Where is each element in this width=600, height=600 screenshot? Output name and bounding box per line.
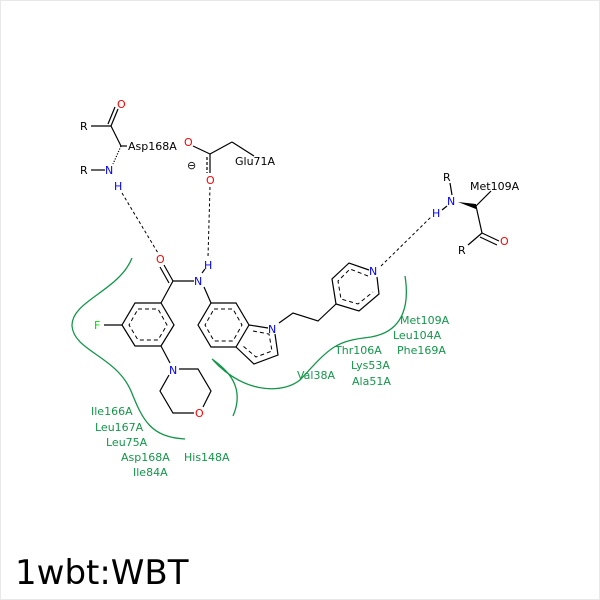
- nitrogen-atom: N: [268, 323, 276, 336]
- nitrogen-atom: N: [447, 195, 455, 208]
- arc-right: [212, 275, 408, 390]
- residue-label: Ile166A: [91, 405, 133, 418]
- hydrogen-atom: H: [204, 259, 212, 272]
- nitrogen-atom: N: [169, 364, 177, 377]
- residue-label: Phe169A: [397, 344, 446, 357]
- hydrogen-atom: H: [114, 180, 122, 193]
- wedge-bond: [458, 202, 476, 209]
- residue-label: Thr106A: [334, 344, 382, 357]
- negative-charge-icon: ⊖: [187, 159, 196, 172]
- residue-asp168: R O R N H Asp168A: [80, 98, 177, 193]
- arc-center: [211, 358, 238, 417]
- nitrogen-atom: N: [194, 275, 202, 288]
- oxygen-atom: O: [206, 174, 215, 187]
- fluorine-atom: F: [94, 319, 100, 332]
- hbond-glu71-amide-nh: [207, 186, 211, 258]
- diagram-title: 1wbt:WBT: [15, 553, 189, 593]
- nitrogen-atom: N: [105, 164, 113, 177]
- oxygen-atom: O: [500, 235, 509, 248]
- residue-label-glu71: Glu71A: [235, 155, 276, 168]
- residue-label: Lys53A: [351, 359, 390, 372]
- hydrophobic-contact-arcs: [71, 257, 408, 440]
- residue-label: Ala51A: [352, 375, 391, 388]
- r-group-label: R: [80, 164, 88, 177]
- residue-glu71: O O ⊖ Glu71A: [184, 136, 276, 187]
- r-group-label: R: [458, 244, 466, 257]
- residue-label: Ile84A: [133, 466, 168, 479]
- residue-label-met109: Met109A: [470, 180, 520, 193]
- residue-label: Leu75A: [106, 436, 148, 449]
- residue-label: Leu167A: [95, 421, 144, 434]
- nitrogen-atom: N: [369, 265, 377, 278]
- residue-label: Met109A: [400, 314, 450, 327]
- hbond-asp168-amide-o: [121, 192, 159, 254]
- residue-label: Val38A: [297, 369, 335, 382]
- oxygen-atom: O: [195, 407, 204, 420]
- hydrogen-bonds: [121, 186, 432, 267]
- residue-met109: R N H Met109A O R: [432, 171, 520, 257]
- r-group-label: R: [80, 120, 88, 133]
- contact-residue-labels: Ile166A Leu167A Leu75A Asp168A His148A I…: [91, 314, 450, 479]
- ligand-wbt: O N H F N O N N: [94, 253, 380, 420]
- hbond-met109-pyridine-n: [380, 216, 432, 267]
- oxygen-atom: O: [156, 253, 165, 266]
- residue-label-asp168: Asp168A: [128, 140, 177, 153]
- residue-label: His148A: [184, 451, 230, 464]
- residue-label: Asp168A: [121, 451, 170, 464]
- residue-label: Leu104A: [393, 329, 442, 342]
- arc-left: [71, 257, 186, 440]
- hydrogen-atom: H: [432, 207, 440, 220]
- oxygen-atom: O: [184, 136, 193, 149]
- r-group-label: R: [443, 171, 451, 184]
- oxygen-atom: O: [117, 98, 126, 111]
